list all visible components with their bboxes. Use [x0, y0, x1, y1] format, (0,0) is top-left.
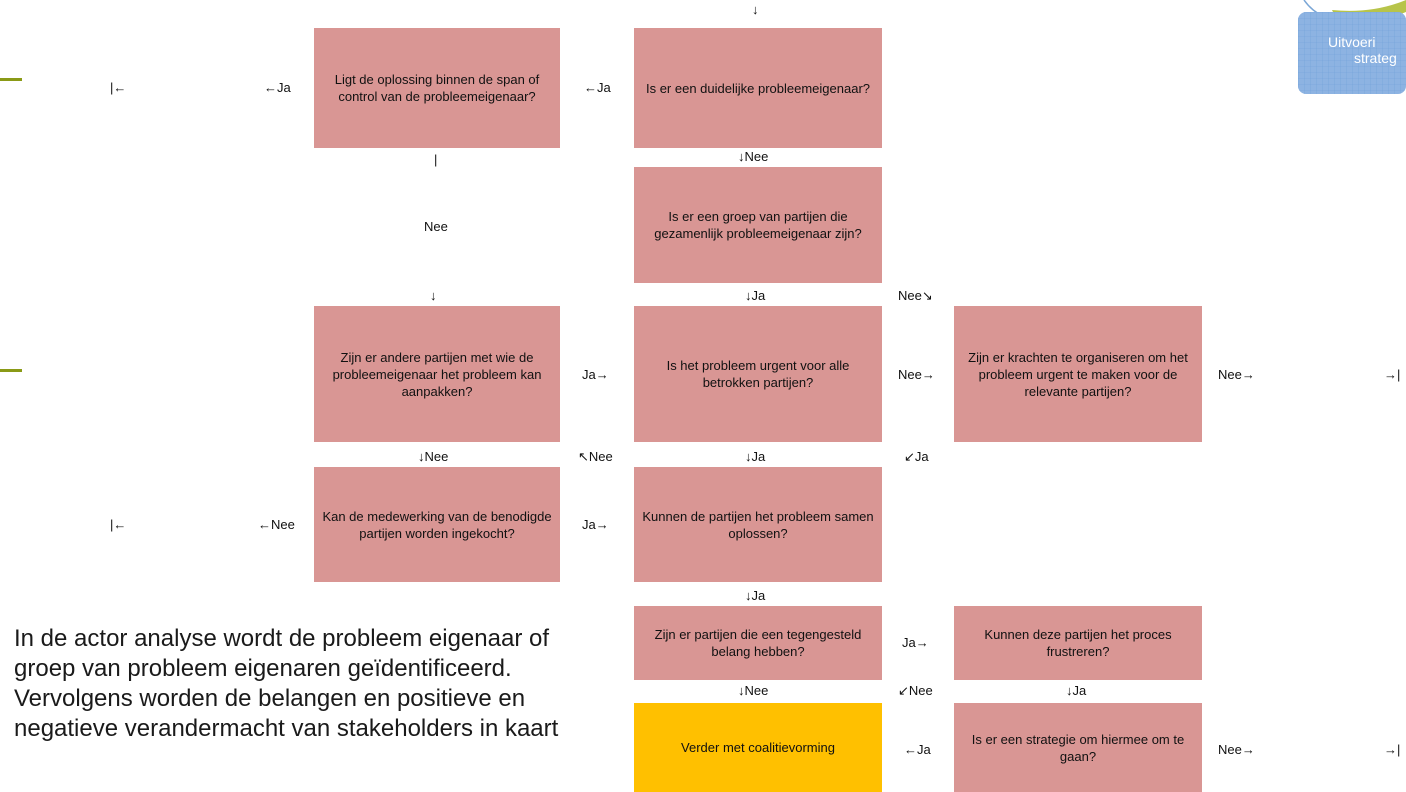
label-nee-mid: Nee: [424, 219, 448, 234]
logo-label-line1: Uitvoeri: [1328, 34, 1376, 50]
label-end-left-2: |←: [110, 517, 127, 532]
label-nee-b12: Nee→: [1218, 742, 1255, 757]
box-medewerking-ingekocht: Kan de medewerking van de benodigde part…: [314, 467, 560, 582]
box-samen-oplossen: Kunnen de partijen het probleem samen op…: [634, 467, 882, 582]
box-span-of-control: Ligt de oplossing binnen de span of cont…: [314, 28, 560, 148]
box-strategie: Is er een strategie om hiermee om te gaa…: [954, 703, 1202, 792]
label-ja-b8: ↓Ja: [745, 588, 766, 603]
label-top-arrow: ↓: [752, 2, 759, 17]
label-nee-b9: ↓Nee: [738, 683, 769, 698]
label-nee-b10-back: ↙Nee: [898, 683, 933, 698]
label-end-left-1: |←: [110, 80, 127, 95]
label-pipe: |: [434, 152, 438, 167]
label-ja-b2: ←Ja: [584, 80, 611, 95]
label-ja-b4: Ja→: [582, 367, 609, 382]
label-end-right-2: →|: [1384, 742, 1401, 757]
box-krachten-organiseren: Zijn er krachten te organiseren om het p…: [954, 306, 1202, 442]
box-groep-probleemeigenaar: Is er een groep van partijen die gezamen…: [634, 167, 882, 283]
box-tegengesteld-belang: Zijn er partijen die een tegengesteld be…: [634, 606, 882, 680]
label-nee-b2: ↓Nee: [738, 149, 769, 164]
label-end-right-1: →|: [1384, 367, 1401, 382]
label-nee-b6: Nee→: [1218, 367, 1255, 382]
box-urgent: Is het probleem urgent voor alle betrokk…: [634, 306, 882, 442]
label-ja-b12: ←Ja: [904, 742, 931, 757]
label-ja-b1: ←Ja: [264, 80, 291, 95]
label-ja-b5: ↓Ja: [745, 449, 766, 464]
label-nee-b5: Nee→: [898, 367, 935, 382]
label-nee-b7: ←Nee: [258, 517, 295, 532]
box-coalitievorming: Verder met coalitievorming: [634, 703, 882, 792]
label-ja-back: ↙Ja: [904, 449, 929, 464]
label-ja-b9: Ja→: [902, 635, 929, 650]
label-ja-b10: ↓Ja: [1066, 683, 1087, 698]
label-ja-b3: ↓Ja: [745, 288, 766, 303]
accent-bar-top: [0, 78, 22, 81]
label-nee-b4: ↓Nee: [418, 449, 449, 464]
accent-bar-middle: [0, 369, 22, 372]
box-proces-frustreren: Kunnen deze partijen het proces frustrer…: [954, 606, 1202, 680]
label-nee-back: ↖Nee: [578, 449, 613, 464]
label-nee-diag: Nee↘: [898, 288, 933, 303]
box-duidelijke-probleemeigenaar: Is er een duidelijke probleemeigenaar?: [634, 28, 882, 148]
label-ja-b7: Ja→: [582, 517, 609, 532]
logo-graphic-icon: [1298, 0, 1406, 94]
logo: Uitvoeri strateg: [1292, 0, 1406, 96]
intro-paragraph: In de actor analyse wordt de probleem ei…: [14, 625, 559, 742]
label-down-left: ↓: [430, 288, 437, 303]
box-andere-partijen: Zijn er andere partijen met wie de probl…: [314, 306, 560, 442]
logo-label-line2: strateg: [1354, 50, 1397, 66]
